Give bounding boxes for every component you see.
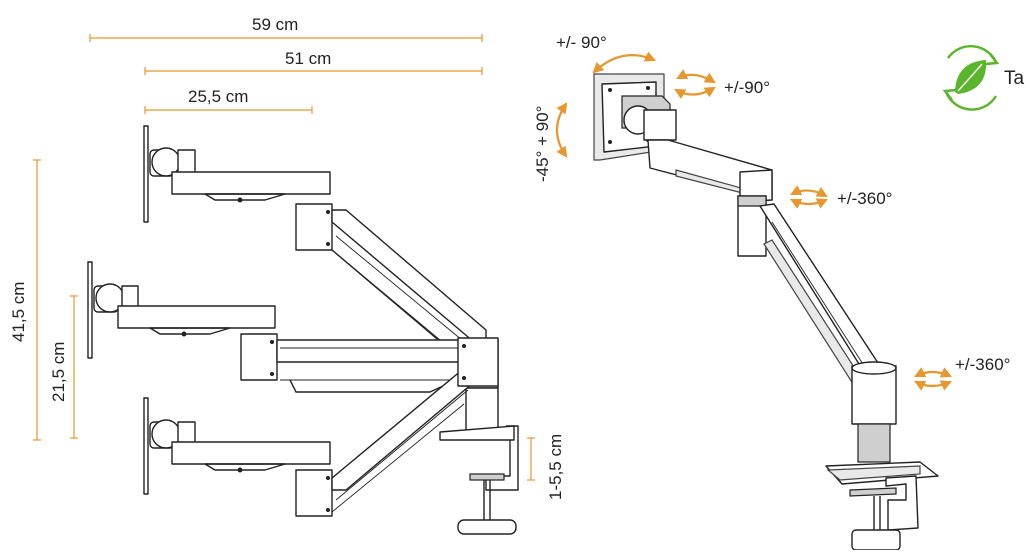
elbow-rotate-label: +/-360° [837,189,892,208]
vesa-tilt-label: -45° + 90° [533,106,552,182]
side-view-arm-drawing [87,125,519,535]
height-21-label: 21,5 cm [49,342,68,402]
head-swivel-label: +/-90° [724,78,770,97]
eco-label: Ta [1004,68,1025,89]
perspective-arm-drawing [593,73,939,551]
base-rotate-label: +/-360° [955,355,1010,374]
dimension-lines [33,34,535,481]
width-51-label: 51 cm [285,49,331,68]
vesa-rotate-label: +/- 90° [556,33,607,52]
clamp-range-label: 1-5,5 cm [546,434,565,500]
rotation-arrows [555,51,953,391]
width-59-label: 59 cm [252,15,298,34]
eco-leaf-icon [942,45,1000,111]
width-25-label: 25,5 cm [188,87,248,106]
height-41-label: 41,5 cm [9,282,28,342]
